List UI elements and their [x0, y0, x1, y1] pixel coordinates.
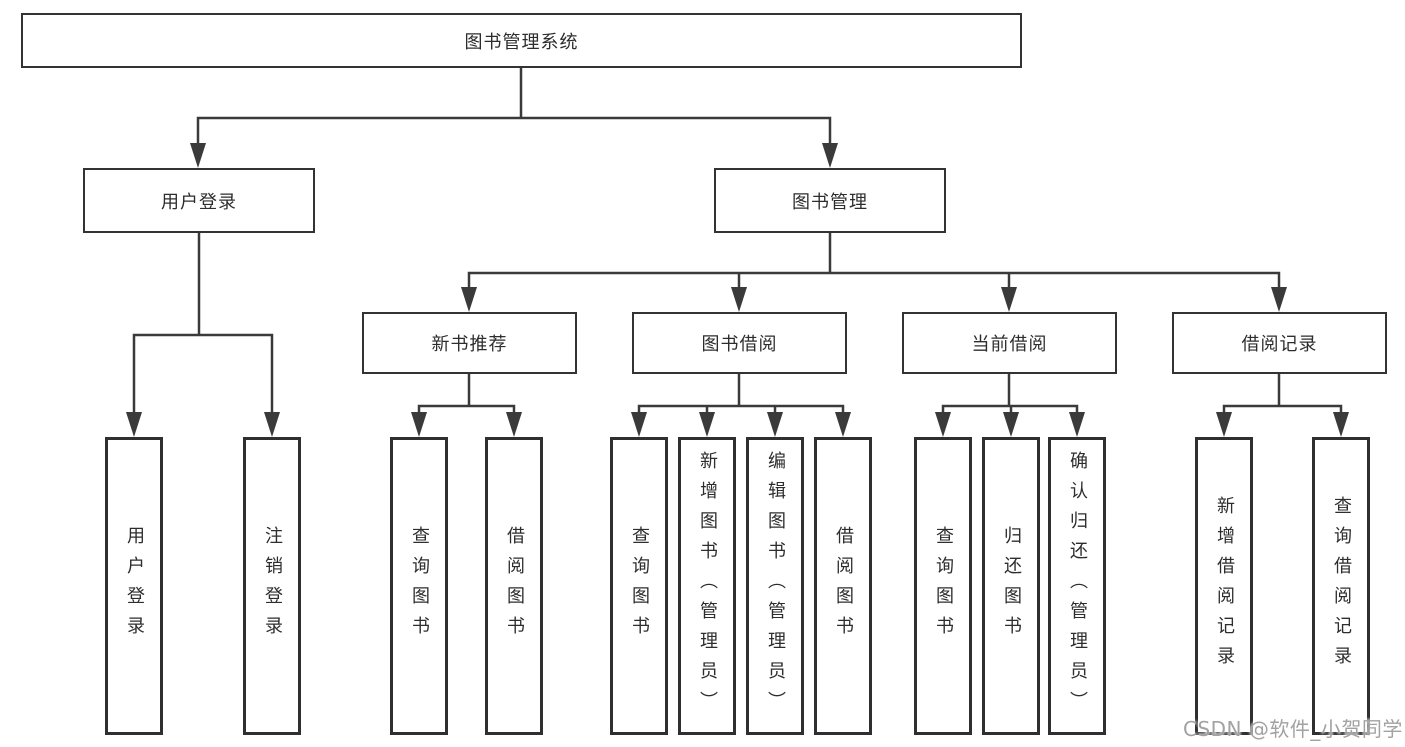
leaf-borrow-book-recommend: 借阅图书	[485, 437, 543, 735]
arrowhead	[126, 412, 142, 437]
leaf-confirm-return-admin: 确认归还（管理员）	[1048, 437, 1106, 735]
csdn-watermark: CSDN @软件_小贺同学	[1183, 717, 1403, 741]
arrowhead	[1216, 412, 1232, 437]
arrowhead	[264, 412, 280, 437]
arrowhead	[411, 412, 427, 437]
leaf-query-book-borrowing: 查询图书	[610, 437, 668, 735]
arrowhead	[731, 287, 747, 312]
arrowhead	[1333, 412, 1349, 437]
arrowhead	[699, 412, 715, 437]
arrowheads	[126, 143, 1349, 437]
node-current-borrowing: 当前借阅	[902, 312, 1117, 374]
node-user-login: 用户登录	[83, 168, 315, 233]
leaf-edit-book-admin: 编辑图书（管理员）	[746, 437, 804, 735]
leaf-logout-login: 注销登录	[243, 437, 301, 735]
arrowhead	[190, 143, 206, 168]
leaf-borrow-book-borrowing: 借阅图书	[814, 437, 872, 735]
node-new-book-recommend: 新书推荐	[362, 312, 577, 374]
arrowhead	[1003, 412, 1019, 437]
node-book-borrowing: 图书借阅	[632, 312, 847, 374]
leaf-query-borrow-record: 查询借阅记录	[1312, 437, 1370, 735]
leaf-user-login: 用户登录	[105, 437, 163, 735]
connector-path	[132, 66, 1343, 416]
arrowhead	[1069, 412, 1085, 437]
arrowhead	[767, 412, 783, 437]
leaf-query-book-recommend: 查询图书	[390, 437, 448, 735]
node-library-system-root: 图书管理系统	[21, 13, 1022, 68]
arrowhead	[461, 287, 477, 312]
node-book-management: 图书管理	[714, 168, 946, 233]
leaf-add-book-admin: 新增图书（管理员）	[678, 437, 736, 735]
leaf-add-borrow-record: 新增借阅记录	[1195, 437, 1253, 735]
leaf-query-book-current: 查询图书	[914, 437, 972, 735]
arrowhead	[506, 412, 522, 437]
arrowhead	[1271, 287, 1287, 312]
leaf-return-book: 归还图书	[982, 437, 1040, 735]
arrowhead	[631, 412, 647, 437]
arrowhead	[935, 412, 951, 437]
arrowhead	[822, 143, 838, 168]
arrowhead	[1001, 287, 1017, 312]
arrowhead	[835, 412, 851, 437]
node-borrowing-records: 借阅记录	[1172, 312, 1387, 374]
